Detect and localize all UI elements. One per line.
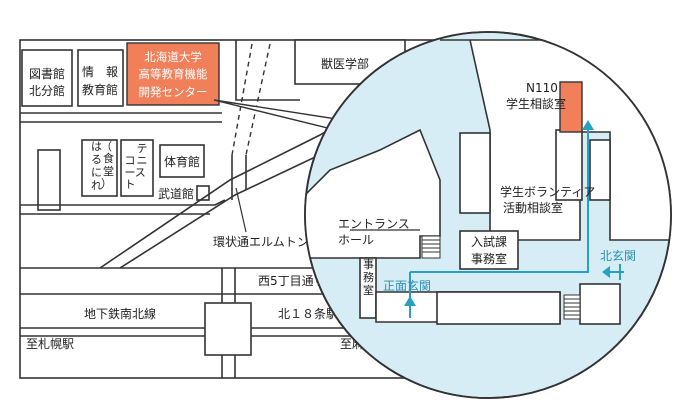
kita18-station — [204, 302, 252, 356]
info-hall-label-1: 情 報 — [82, 65, 118, 79]
subway-label: 地下鉄南北線 — [84, 306, 156, 321]
stairs-bottom — [563, 294, 581, 320]
entrance-hall-label-1: エントランス — [338, 217, 410, 231]
inset-contents: 入試課 事務室 事務室 — [305, 39, 671, 325]
main-entrance-label: 正面玄関 — [383, 278, 431, 293]
budo-label: 武道館 — [158, 186, 194, 201]
library-label-1: 図書館 — [29, 66, 65, 81]
route-arrow-up — [582, 120, 594, 130]
admission-label-1: 入試課 — [471, 234, 507, 249]
room-number-label: N110 — [526, 81, 558, 95]
tennis-label: テニス コート — [125, 142, 150, 191]
stairs-left — [421, 235, 441, 259]
admission-office — [459, 230, 519, 270]
north-entrance-label: 北玄関 — [600, 248, 636, 263]
center-label-1: 北海道大学 — [144, 50, 202, 64]
entrance-hall-label-2: ホール — [338, 233, 374, 247]
north-entrance-arrow — [602, 266, 610, 278]
general-office — [359, 257, 377, 319]
room-name-label: 学生相談室 — [506, 96, 566, 111]
gymnasium — [159, 144, 205, 178]
center-label-3: 開発センター — [139, 85, 208, 99]
vet-label: 獣医学部 — [321, 56, 369, 71]
student-counseling-room — [559, 81, 583, 133]
volunteer-label-1: 学生ボランティア — [500, 184, 595, 199]
higher-education-center — [126, 42, 220, 106]
gym-label: 体育館 — [164, 154, 200, 169]
info-education-hall — [77, 49, 124, 107]
kita18-label: 北１８条駅 — [278, 307, 338, 321]
center-label-2: 高等教育機能 — [139, 67, 208, 81]
tunnel-label: 環状通エルムトンネル — [213, 235, 333, 249]
to-sapporo-label: 至札幌駅 — [26, 336, 74, 351]
library-label-2: 北分館 — [29, 83, 65, 98]
office-label: 事務室 — [363, 258, 374, 297]
volunteer-label-2: 活動相談室 — [503, 200, 563, 215]
library-north-annex — [21, 49, 73, 107]
main-entrance-arrow — [404, 296, 416, 306]
info-hall-label-2: 教育館 — [82, 82, 118, 97]
harunire-label: はるにれ — [91, 140, 102, 192]
tennis-court — [120, 139, 154, 197]
admission-label-2: 事務室 — [471, 251, 507, 266]
nishi5-label: 西5丁目通り — [258, 274, 326, 288]
harunire-cafeteria — [81, 139, 118, 197]
shokudo-label: （食堂） — [101, 140, 114, 190]
